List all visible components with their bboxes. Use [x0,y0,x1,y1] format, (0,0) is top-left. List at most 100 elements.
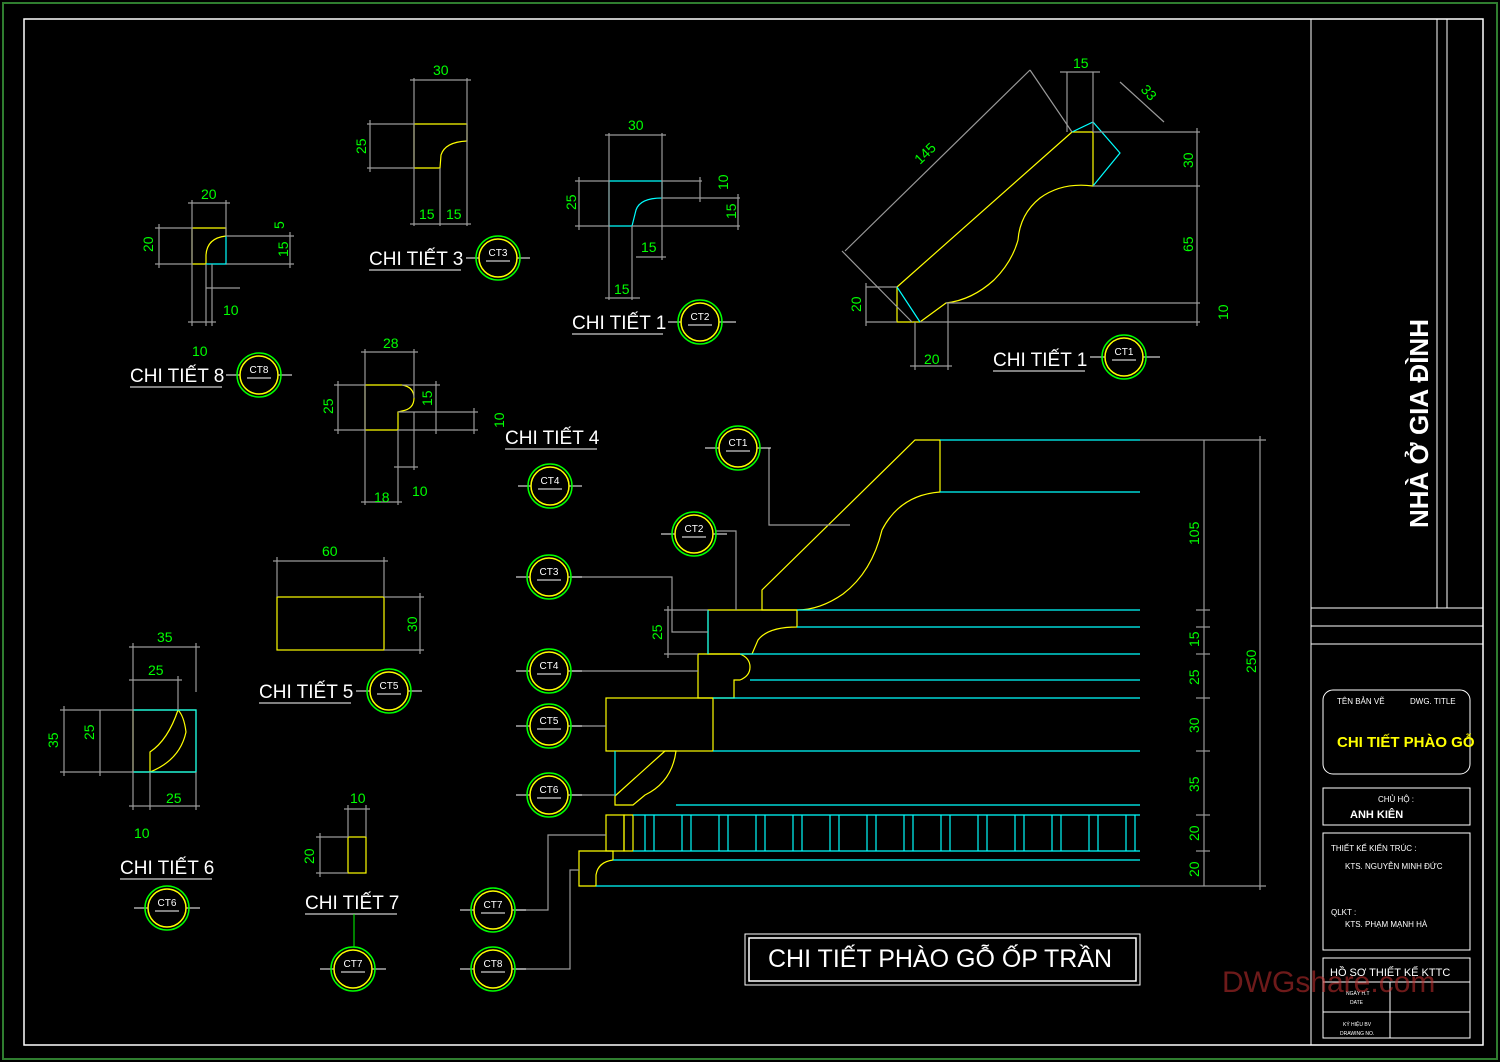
detail-6-dim-35a: 35 [157,629,173,645]
detail-6-dim-25b: 25 [81,724,97,740]
file-label: HỒ SƠ THIẾT KẾ KTTC [1330,966,1450,979]
detail-3-dim-15b: 15 [446,206,462,222]
assembly-tag-ct5: CT5 [516,703,582,749]
detail-5-profile [273,557,424,654]
detail-1-dim-20a: 20 [848,296,864,312]
manager-label: QLKT : [1331,908,1356,917]
detail-8-dim-20b: 20 [140,236,156,252]
assembly-dim-105: 105 [1186,521,1202,545]
assembly-tag-text: CT8 [484,959,503,970]
inner-frame [23,18,1484,1046]
detail-3-label: CHI TIẾT 3 [369,248,463,270]
owner-label: CHỦ HỘ : [1378,795,1414,804]
detail-8-tag-text: CT8 [250,365,269,376]
assembly-tag-text: CT3 [540,567,559,578]
detail-7-dim-10: 10 [350,790,366,806]
detail-3-dim-25: 25 [353,138,369,154]
detail-6-tag: CT6 [134,885,200,931]
detail-6-dim-10: 10 [134,825,150,841]
detail-4-dim-28: 28 [383,335,399,351]
assembly-tag-text: CT5 [540,716,559,727]
assembly-tag-text: CT4 [540,661,559,672]
detail-2-tag-text: CT2 [691,312,710,323]
detail-3-tag: CT3 [466,235,530,281]
detail-4-label: CHI TIẾT 4 [505,427,600,449]
detail-1-tag-text: CT1 [1115,347,1134,358]
detail-8-dim-15: 15 [275,241,291,257]
assembly-dim-20a: 20 [1186,825,1202,841]
date-label-en: DATE [1350,1000,1364,1006]
detail-3-tag-text: CT3 [489,248,508,259]
detail-2-dim-15b: 15 [641,239,657,255]
assembly-dim-35: 35 [1186,776,1202,792]
detail-4-dim-10b: 10 [412,483,428,499]
detail-2-dim-15a: 15 [723,203,739,219]
detail-2-dim-30: 30 [628,117,644,133]
detail-2-profile [575,133,740,300]
detail-8-dim-5: 5 [271,221,287,229]
assembly-section [516,436,1266,970]
detail-6-dim-35b: 35 [45,732,61,748]
detail-8-tag: CT8 [226,352,292,398]
detail-1-dim-30: 30 [1180,152,1196,168]
detail-4-dim-25: 25 [320,398,336,414]
main-title-box: CHI TIẾT PHÀO GỖ ỐP TRẦN [744,933,1141,986]
detail-4-profile [334,349,478,505]
detail-8-dim-10a: 10 [223,302,239,318]
assembly-tag-ct7: CT7 [460,887,526,933]
detail-4-dim-15: 15 [419,390,435,406]
detail-2-dim-25: 25 [563,194,579,210]
detail-8-profile [155,200,294,326]
detail-8-dim-10b: 10 [192,343,208,359]
assembly-tag-ct2: CT2 [661,511,727,557]
assembly-dim-30: 30 [1186,717,1202,733]
architect-label: THIẾT KẾ KIẾN TRÚC : [1331,843,1417,853]
project-title: NHÀ Ở GIA ĐÌNH [1403,319,1434,528]
detail-4-tag-text: CT4 [541,476,560,487]
dwg-title-label-vi: TÊN BẢN VẼ [1337,697,1385,706]
assembly-dim-left-25: 25 [649,624,665,640]
detail-5-tag: CT5 [356,668,422,714]
assembly-tag-ct4: CT4 [516,648,582,694]
manager-name: KTS. PHẠM MẠNH HÀ [1345,920,1428,929]
detail-2-label: CHI TIẾT 1 [572,312,666,334]
architect-name: KTS. NGUYỄN MINH ĐỨC [1345,862,1443,871]
main-title: CHI TIẾT PHÀO GỖ ỐP TRẦN [768,943,1112,973]
detail-1-label: CHI TIẾT 1 [993,349,1087,371]
drawing-no-label-en: DRAWING NO. [1340,1031,1374,1037]
detail-3-dim-30: 30 [433,62,449,78]
detail-2-dim-10: 10 [715,174,731,190]
detail-6-label: CHI TIẾT 6 [120,857,214,879]
assembly-tag-text: CT2 [685,524,704,535]
assembly-dim-total: 250 [1243,649,1259,673]
detail-5-label: CHI TIẾT 5 [259,681,353,703]
assembly-tag-text: CT6 [540,785,559,796]
detail-8-dim-20a: 20 [201,186,217,202]
assembly-dim-20b: 20 [1186,861,1202,877]
detail-4-dim-10a: 10 [491,412,507,428]
detail-5-tag-text: CT5 [380,681,399,692]
assembly-tag-ct8: CT8 [460,946,526,992]
assembly-tag-ct3: CT3 [516,554,582,600]
detail-7-tag-text: CT7 [344,959,363,970]
detail-1-dim-15: 15 [1073,55,1089,71]
assembly-tag-ct1: CT1 [705,425,771,471]
dwg-title-label-en: DWG. TITLE [1410,697,1456,706]
assembly-tag-text: CT1 [729,438,748,449]
detail-7-tag: CT7 [320,946,386,992]
detail-5-dim-60: 60 [322,543,338,559]
detail-5-dim-30: 30 [404,616,420,632]
owner-name: ANH KIÊN [1350,808,1403,821]
assembly-dim-15: 15 [1186,631,1202,647]
detail-1-dim-33: 33 [1138,81,1160,103]
detail-4-dim-18: 18 [374,489,390,505]
date-label-vi: NGÀY H.T [1346,990,1370,997]
detail-1-dim-65: 65 [1180,236,1196,252]
assembly-tag-ct6: CT6 [516,772,582,818]
assembly-tag-text: CT7 [484,900,503,911]
assembly-dim-25: 25 [1186,669,1202,685]
detail-4-tag: CT4 [518,463,582,509]
